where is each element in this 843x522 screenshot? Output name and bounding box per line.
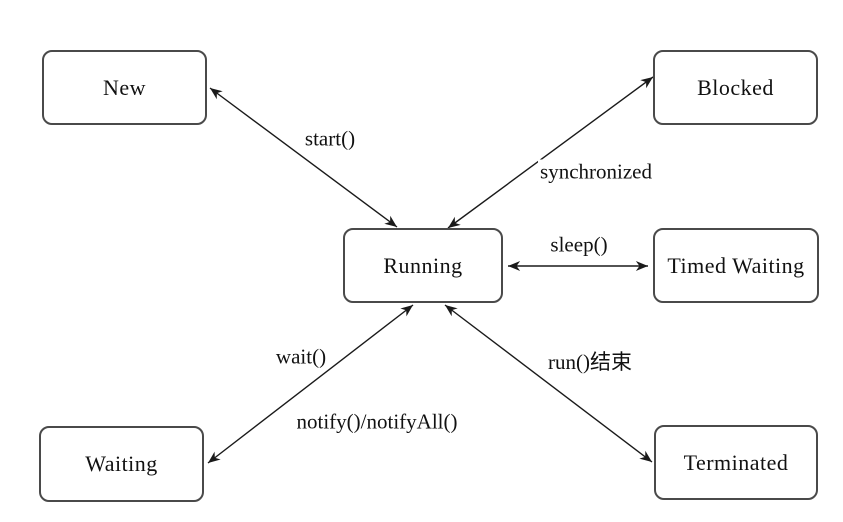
- state-label-running: Running: [383, 252, 463, 278]
- edge-running-waiting: [207, 304, 414, 464]
- state-box-blocked: Blocked: [653, 50, 818, 125]
- state-label-new: New: [102, 74, 147, 100]
- state-label-waiting: Waiting: [85, 451, 158, 476]
- transition-label-start: start(): [302, 126, 358, 152]
- transition-label-notify-notifyall: notify()/notifyAll(): [294, 409, 460, 435]
- state-box-new: New: [42, 50, 207, 125]
- edge-running-terminated: [444, 304, 653, 463]
- edge-new-running: [209, 87, 398, 228]
- state-label-timed-waiting: Timed Waiting: [667, 252, 805, 278]
- state-box-timed-waiting: Timed Waiting: [653, 228, 819, 303]
- state-label-blocked: Blocked: [697, 74, 774, 100]
- transition-label-synchronized: synchronized: [538, 159, 654, 185]
- state-label-terminated: Terminated: [683, 449, 789, 475]
- transition-label-wait: wait(): [273, 344, 329, 370]
- transition-label-run-end: run()结束: [546, 346, 634, 376]
- state-box-running: Running: [343, 228, 503, 303]
- state-box-terminated: Terminated: [654, 425, 818, 500]
- state-box-waiting: Waiting: [39, 426, 204, 502]
- transition-label-sleep: sleep(): [548, 232, 610, 258]
- edge-running-blocked: [447, 76, 654, 229]
